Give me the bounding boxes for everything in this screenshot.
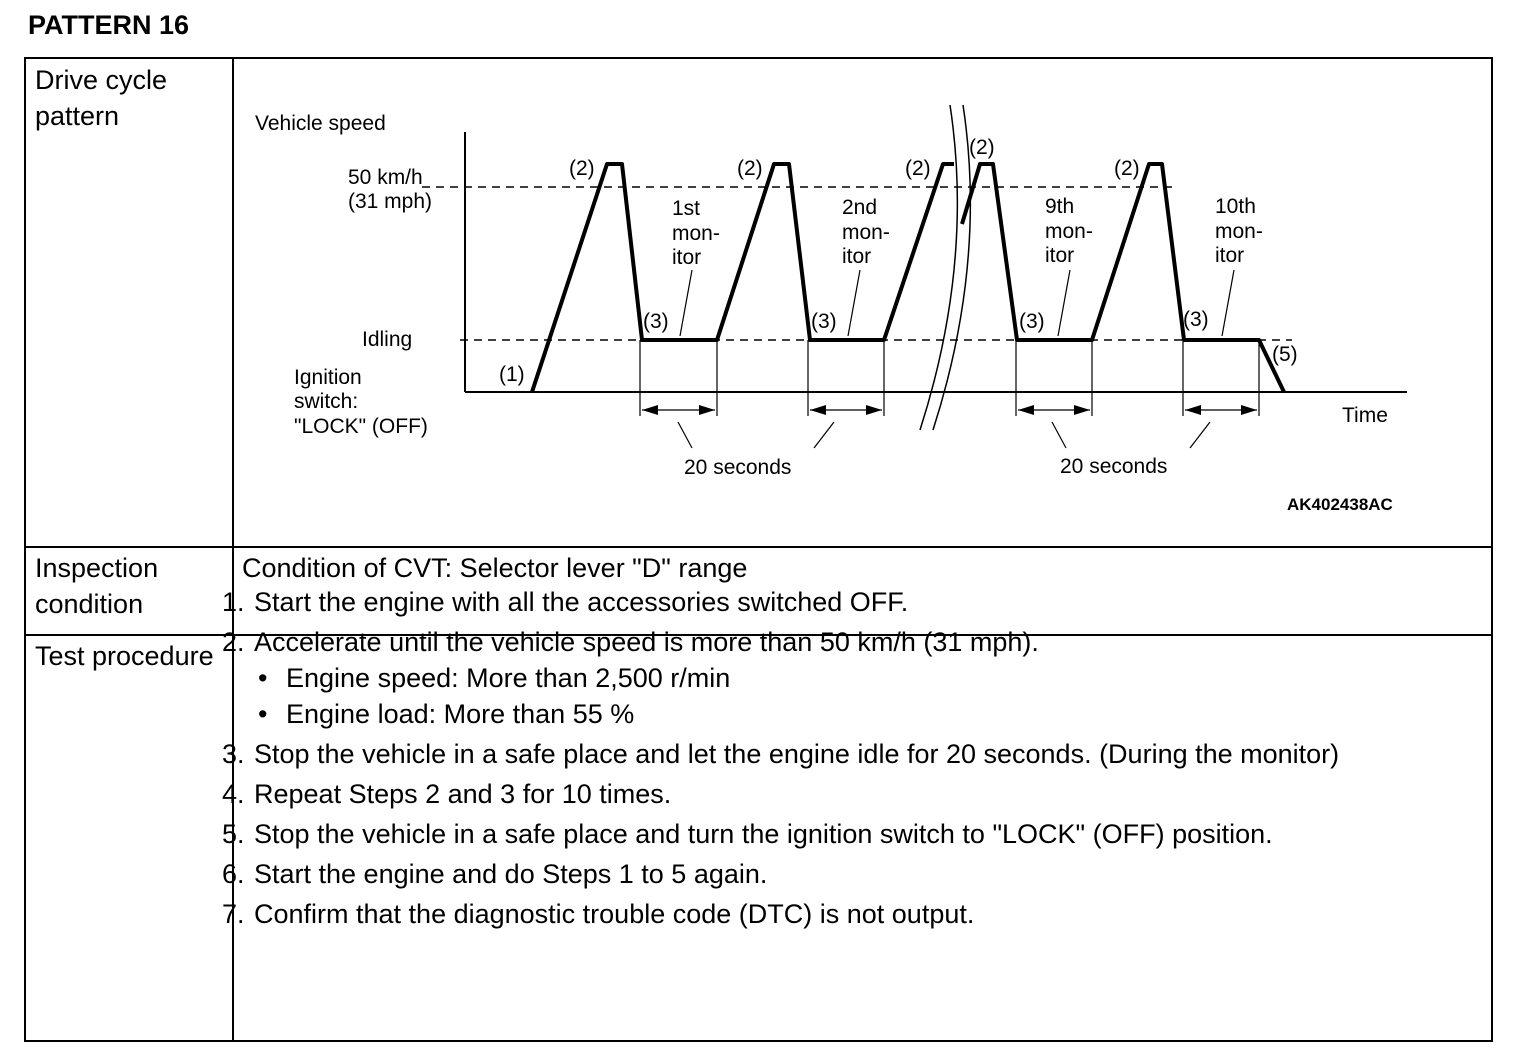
step-text: Stop the vehicle in a safe place and let… bbox=[254, 739, 1340, 769]
step-item: 2. Accelerate until the vehicle speed is… bbox=[222, 624, 1442, 732]
step-number: 7. bbox=[222, 899, 245, 929]
monitor-label: itor bbox=[672, 246, 701, 269]
monitor-label: 1st bbox=[672, 197, 700, 220]
speed-trace bbox=[530, 162, 954, 393]
step-item: 1. Start the engine with all the accesso… bbox=[222, 584, 1442, 620]
monitor-label: itor bbox=[1045, 244, 1074, 267]
step-text: Stop the vehicle in a safe place and tur… bbox=[254, 819, 1273, 849]
step-marker-5: (5) bbox=[1272, 343, 1298, 366]
idle-label: Idling bbox=[362, 328, 412, 351]
step-marker-2: (2) bbox=[905, 157, 931, 180]
step-item: 7. Confirm that the diagnostic trouble c… bbox=[222, 896, 1442, 932]
step-text: Confirm that the diagnostic trouble code… bbox=[254, 899, 975, 929]
step-marker-3: (3) bbox=[811, 310, 837, 333]
step-number: 4. bbox=[222, 779, 245, 809]
pattern-title: PATTERN 16 bbox=[28, 10, 190, 40]
monitor-label: mon- bbox=[842, 221, 890, 244]
step-number: 6. bbox=[222, 859, 245, 889]
step-number: 2. bbox=[222, 627, 245, 657]
step-marker-3: (3) bbox=[643, 310, 669, 333]
step-marker-3: (3) bbox=[1183, 308, 1209, 331]
speed-trace bbox=[960, 162, 1286, 393]
bullet-item: Engine load: More than 55 % bbox=[254, 696, 1442, 732]
monitor-label: 10th bbox=[1215, 195, 1256, 218]
monitor-label: 2nd bbox=[842, 196, 877, 219]
figure-code: AK402438AC bbox=[1287, 495, 1393, 514]
step-item: 5. Stop the vehicle in a safe place and … bbox=[222, 816, 1442, 852]
column-divider bbox=[232, 59, 234, 1040]
row-divider bbox=[26, 546, 1491, 548]
y-axis-label: Vehicle speed bbox=[255, 112, 386, 135]
monitor-label: mon- bbox=[1215, 220, 1263, 243]
speed-label-mph: (31 mph) bbox=[348, 190, 432, 213]
test-procedure-label: Test procedure bbox=[35, 641, 214, 671]
step-marker-1: (1) bbox=[499, 363, 525, 386]
drive-cycle-table: Drive cycle pattern Inspection condition… bbox=[24, 57, 1493, 1042]
step-text: Start the engine with all the accessorie… bbox=[254, 587, 909, 617]
step-item: 6. Start the engine and do Steps 1 to 5 … bbox=[222, 856, 1442, 892]
row-divider bbox=[26, 634, 1491, 636]
test-procedure-steps: 1. Start the engine with all the accesso… bbox=[222, 584, 1442, 936]
step-number: 3. bbox=[222, 739, 245, 769]
x-axis-label: Time bbox=[1342, 404, 1388, 427]
monitor-label: itor bbox=[842, 245, 871, 268]
monitor-label: mon- bbox=[672, 222, 720, 245]
step-marker-2: (2) bbox=[969, 136, 995, 159]
inspection-label: Inspection condition bbox=[35, 553, 159, 619]
duration-label: 20 seconds bbox=[684, 456, 791, 479]
step-marker-2: (2) bbox=[569, 157, 595, 180]
inspection-condition: Condition of CVT: Selector lever "D" ran… bbox=[242, 553, 748, 583]
ignition-label: Ignition bbox=[294, 366, 362, 389]
step-number: 5. bbox=[222, 819, 245, 849]
ignition-label: "LOCK" (OFF) bbox=[294, 415, 428, 438]
speed-label-kmh: 50 km/h bbox=[348, 166, 423, 189]
bullet-item: Engine speed: More than 2,500 r/min bbox=[254, 660, 1442, 696]
step-text: Start the engine and do Steps 1 to 5 aga… bbox=[254, 859, 768, 889]
axis-break-mark bbox=[919, 104, 959, 431]
step-number: 1. bbox=[222, 587, 245, 617]
step-bullets: Engine speed: More than 2,500 r/min Engi… bbox=[254, 660, 1442, 732]
step-item: 3. Stop the vehicle in a safe place and … bbox=[222, 736, 1442, 772]
step-text: Accelerate until the vehicle speed is mo… bbox=[254, 627, 1039, 657]
step-item: 4. Repeat Steps 2 and 3 for 10 times. bbox=[222, 776, 1442, 812]
ignition-label: switch: bbox=[294, 390, 358, 413]
step-marker-3: (3) bbox=[1019, 310, 1045, 333]
step-marker-2: (2) bbox=[1114, 157, 1140, 180]
monitor-label: itor bbox=[1215, 244, 1244, 267]
drive-cycle-diagram: Vehicle speed Time 50 km/h (31 mph) Idli… bbox=[255, 104, 1407, 514]
step-marker-2: (2) bbox=[737, 157, 763, 180]
drive-cycle-label: Drive cycle pattern bbox=[35, 65, 168, 131]
duration-label: 20 seconds bbox=[1060, 455, 1167, 478]
axis-break-mark bbox=[932, 104, 972, 431]
monitor-label: mon- bbox=[1045, 220, 1093, 243]
monitor-label: 9th bbox=[1045, 195, 1074, 218]
step-text: Repeat Steps 2 and 3 for 10 times. bbox=[254, 779, 672, 809]
